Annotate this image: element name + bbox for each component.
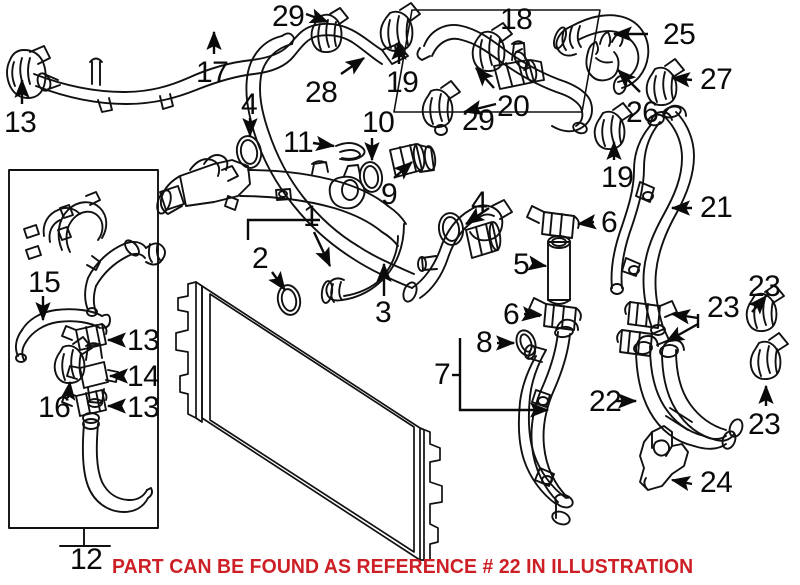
part-23-spring-clamp-d: [749, 332, 789, 381]
callout-label-20: 20: [497, 90, 530, 123]
callout-label-23-a: 23: [707, 291, 740, 324]
part-1-main-coolant-pipe: [156, 154, 407, 304]
callout-label-28: 28: [305, 76, 338, 109]
part-24-mounting-bracket: [639, 425, 689, 491]
bracket-7: [452, 338, 550, 418]
callout-label-18: 18: [500, 3, 533, 36]
callout-label-7: 7: [434, 358, 451, 391]
part-12-heater-hose-lower: [81, 412, 153, 513]
callout-label-8: 8: [476, 326, 493, 359]
callout-label-21: 21: [700, 191, 733, 224]
callout-label-29-a: 29: [272, 0, 305, 33]
part-28-bypass-hose: [245, 32, 415, 289]
callout-label-13-a: 13: [4, 106, 37, 139]
part-5-coolant-sleeve: [547, 235, 571, 305]
part-6-hose-clamp-a: [526, 205, 580, 239]
part-17-upper-coolant-pipe: [6, 22, 409, 113]
callout-label-23-b: 23: [748, 270, 781, 303]
bracket-1: [246, 218, 320, 240]
callout-label-12: 12: [70, 543, 103, 576]
callout-label-17: 17: [196, 56, 229, 89]
part-19-spring-clamp-a: [379, 2, 421, 53]
radiator-core: [175, 281, 443, 561]
callout-label-13-c: 13: [127, 391, 160, 424]
part-7-coolant-pipe-assembly: [517, 318, 579, 526]
callout-label-27: 27: [700, 63, 733, 96]
callout-label-10: 10: [362, 106, 395, 139]
part-4-oring-a: [235, 135, 263, 169]
callout-label-23-c: 23: [748, 408, 781, 441]
part-19-spring-clamp-b: [471, 22, 513, 73]
callout-label-3: 3: [375, 296, 392, 329]
leader-12: [59, 527, 111, 547]
part-29-spring-clamp-b: [421, 80, 461, 136]
callout-label-22: 22: [589, 385, 622, 418]
callout-label-24: 24: [700, 466, 733, 499]
part-8-oring: [515, 329, 537, 357]
callout-label-5: 5: [513, 248, 530, 281]
pipe-stub-upper-right-small: [159, 185, 185, 211]
callout-label-2: 2: [252, 242, 269, 275]
callout-label-4-a: 4: [241, 88, 258, 121]
part-thin-hoses-15-group: [23, 191, 108, 271]
part-11-retaining-clip: [335, 142, 366, 161]
part-18-hose-assembly: [416, 24, 593, 135]
callout-label-29-b: 29: [462, 104, 495, 137]
callout-label-16: 16: [38, 391, 71, 424]
part-4-oring-b: [437, 212, 465, 246]
part-2-oring: [276, 284, 302, 316]
part-10-oring: [358, 161, 384, 193]
callout-label-19-a: 19: [386, 66, 419, 99]
callout-label-1: 1: [303, 200, 320, 233]
callout-label-4-b: 4: [471, 186, 488, 219]
callout-label-14: 14: [127, 360, 160, 393]
callout-label-6-a: 6: [601, 206, 618, 239]
callout-label-25: 25: [663, 18, 696, 51]
callout-label-6-b: 6: [503, 298, 520, 331]
callout-label-15: 15: [28, 266, 61, 299]
part-25-upper-radiator-hose: [553, 14, 650, 95]
callout-label-19-b: 19: [601, 161, 634, 194]
callout-label-26: 26: [626, 96, 659, 129]
part-hose-upper-right-inbox: [84, 239, 166, 317]
part-20-tee-connector: [493, 40, 545, 90]
leader-arrows: [14, 8, 774, 492]
part-9-coolant-flange: [389, 143, 437, 178]
callout-label-13-b: 13: [127, 324, 160, 357]
part-22-heater-hose-assembly: [633, 335, 744, 450]
part-29-spring-clamp-a: [310, 7, 349, 54]
reference-caption: PART CAN BE FOUND AS REFERENCE # 22 IN I…: [112, 556, 694, 578]
callout-label-11: 11: [283, 126, 314, 159]
callout-label-9: 9: [381, 178, 398, 211]
